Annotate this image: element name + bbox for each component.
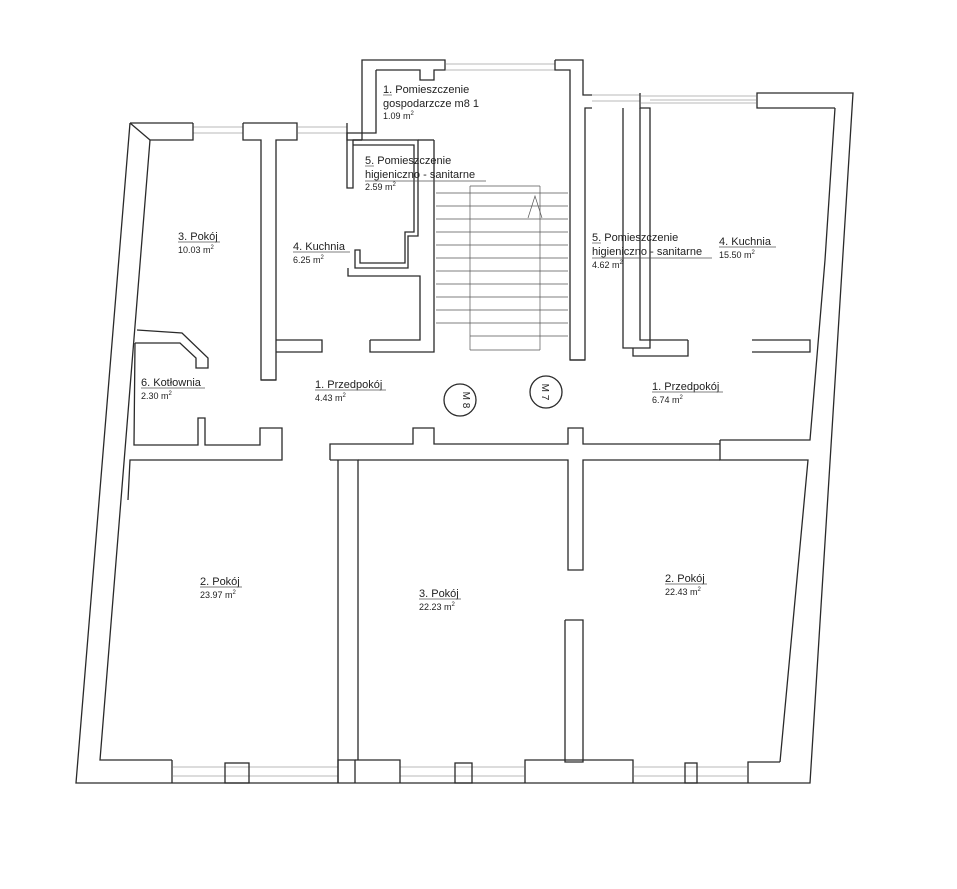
room-label-r7: 6. Kotłownia 2.30 m2 bbox=[141, 377, 205, 401]
room-name: 3. Pokój bbox=[178, 231, 218, 243]
room-name: 1. Przedpokój bbox=[315, 379, 382, 391]
window-post bbox=[454, 762, 473, 784]
room-area: 22.23 m bbox=[419, 602, 452, 612]
svg-text:6.25 m2: 6.25 m2 bbox=[293, 255, 325, 265]
room-area: 23.97 m bbox=[200, 590, 233, 600]
svg-text:2.59 m2: 2.59 m2 bbox=[365, 182, 397, 192]
svg-text:10.03 m2: 10.03 m2 bbox=[178, 245, 215, 255]
room-name-2: higieniczno - sanitarne bbox=[365, 169, 475, 181]
room-area: 6.25 m bbox=[293, 255, 321, 265]
svg-text:15.50 m2: 15.50 m2 bbox=[719, 250, 756, 260]
svg-text:4.62 m2: 4.62 m2 bbox=[592, 260, 624, 270]
interior-walls bbox=[127, 122, 811, 763]
room-name: 1. Przedpokój bbox=[652, 381, 719, 393]
room-label-r9: 1. Przedpokój 6.74 m2 bbox=[652, 381, 723, 405]
marker-m8-label: M 8 bbox=[460, 392, 471, 409]
marker-m8: M 8 bbox=[443, 383, 477, 417]
svg-text:6.74 m2: 6.74 m2 bbox=[652, 395, 684, 405]
room-name: 5. Pomieszczenie bbox=[365, 155, 451, 167]
room-label-r5: 5. Pomieszczenie higieniczno - sanitarne… bbox=[592, 232, 712, 270]
area-unit-sup: 2 bbox=[752, 250, 756, 256]
window-post bbox=[684, 762, 698, 784]
marker-m7: M 7 bbox=[529, 375, 563, 409]
room-area: 15.50 m bbox=[719, 250, 752, 260]
room-name: 4. Kuchnia bbox=[719, 236, 772, 248]
area-unit-sup: 2 bbox=[620, 260, 624, 266]
room-label-r11: 3. Pokój 22.23 m2 bbox=[419, 588, 461, 612]
stairs bbox=[436, 185, 568, 351]
room-area: 2.59 m bbox=[365, 182, 393, 192]
room-name: 1. Pomieszczenie bbox=[383, 84, 469, 96]
room-name: 4. Kuchnia bbox=[293, 241, 346, 253]
area-unit-sup: 2 bbox=[211, 245, 215, 251]
room-label-r12: 2. Pokój 22.43 m2 bbox=[665, 573, 707, 597]
room-name-2: higieniczno - sanitarne bbox=[592, 246, 702, 258]
area-unit-sup: 2 bbox=[411, 111, 415, 117]
window-post bbox=[224, 762, 250, 784]
area-unit-sup: 2 bbox=[698, 587, 702, 593]
room-name-2: gospodarzcze m8 1 bbox=[383, 98, 479, 110]
room-name: 6. Kotłownia bbox=[141, 377, 202, 389]
room-name: 2. Pokój bbox=[665, 573, 705, 585]
room-name: 5. Pomieszczenie bbox=[592, 232, 678, 244]
room-area: 1.09 m bbox=[383, 111, 411, 121]
area-unit-sup: 2 bbox=[233, 590, 237, 596]
room-name: 2. Pokój bbox=[200, 576, 240, 588]
svg-text:1.09 m2: 1.09 m2 bbox=[383, 111, 415, 121]
room-label-r8: 1. Przedpokój 4.43 m2 bbox=[315, 379, 386, 403]
room-area: 4.62 m bbox=[592, 260, 620, 270]
area-unit-sup: 2 bbox=[343, 393, 347, 399]
room-name: 3. Pokój bbox=[419, 588, 459, 600]
room-label-r4: 4. Kuchnia 6.25 m2 bbox=[293, 241, 350, 265]
outer-walls bbox=[75, 59, 854, 784]
room-area: 6.74 m bbox=[652, 395, 680, 405]
room-label-r3: 3. Pokój 10.03 m2 bbox=[178, 231, 220, 255]
area-unit-sup: 2 bbox=[169, 391, 173, 397]
area-unit-sup: 2 bbox=[680, 395, 684, 401]
area-unit-sup: 2 bbox=[452, 602, 456, 608]
room-label-r2: 5. Pomieszczenie higieniczno - sanitarne… bbox=[365, 155, 486, 192]
room-label-r10: 2. Pokój 23.97 m2 bbox=[200, 576, 242, 600]
area-unit-sup: 2 bbox=[393, 182, 397, 188]
room-label-r1: 1. Pomieszczenie gospodarzcze m8 1 1.09 … bbox=[383, 84, 479, 121]
svg-text:22.43 m2: 22.43 m2 bbox=[665, 587, 702, 597]
room-area: 2.30 m bbox=[141, 391, 169, 401]
svg-text:4.43 m2: 4.43 m2 bbox=[315, 393, 347, 403]
room-label-r6: 4. Kuchnia 15.50 m2 bbox=[719, 236, 776, 260]
room-area: 4.43 m bbox=[315, 393, 343, 403]
room-area: 22.43 m bbox=[665, 587, 698, 597]
area-unit-sup: 2 bbox=[321, 255, 325, 261]
svg-text:22.23 m2: 22.23 m2 bbox=[419, 602, 456, 612]
room-area: 10.03 m bbox=[178, 245, 211, 255]
marker-m7-label: M 7 bbox=[539, 384, 550, 401]
svg-text:23.97 m2: 23.97 m2 bbox=[200, 590, 237, 600]
svg-text:2.30 m2: 2.30 m2 bbox=[141, 391, 173, 401]
